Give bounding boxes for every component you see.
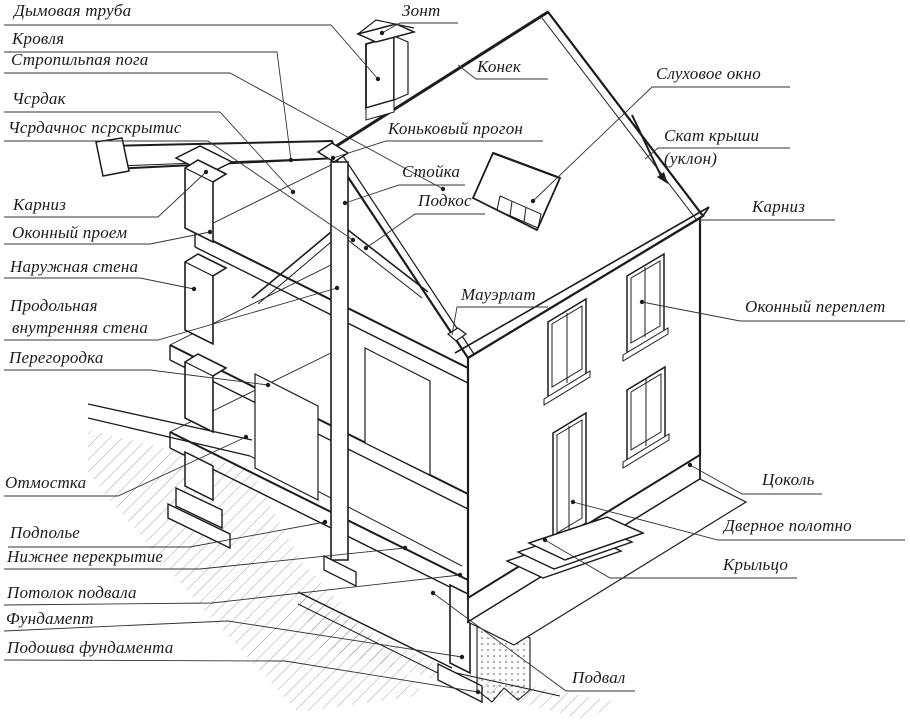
- label-konek: Конек: [477, 57, 522, 76]
- label-podkos: Подкос: [418, 191, 472, 210]
- label-cherdachnoe-perekrytie: Чсрдачнос псрскрытис: [8, 118, 182, 137]
- chimney-cap: [355, 23, 417, 43]
- label-stropilnaya-noga: Стропильпая пога: [11, 50, 149, 69]
- truss-braces: [251, 229, 429, 305]
- dormer-window: [471, 151, 562, 232]
- foundation-footing: [437, 662, 483, 704]
- window-upper-left: [543, 297, 591, 406]
- label-podval: Подвал: [572, 668, 626, 687]
- earth-hatching: [88, 430, 618, 720]
- mauerlat-beam: [446, 327, 468, 342]
- label-cherdak: Чсрдак: [12, 89, 66, 108]
- partition-first-floor: [254, 373, 319, 501]
- label-dymovaya-truba: Дымовая труба: [14, 1, 132, 20]
- label-dvernoe-polotno: Дверное полотно: [724, 516, 852, 535]
- foundation-wall: [449, 583, 471, 675]
- label-mauerlat: Мауэрлат: [461, 285, 536, 304]
- label-zont: Зонт: [402, 1, 441, 20]
- label-stoyka: Стойка: [402, 162, 461, 181]
- label-karniz-left: Карниз: [13, 195, 67, 214]
- partition-second-floor: [364, 347, 431, 476]
- entrance-door: [552, 411, 587, 545]
- foundation-pier-left: [184, 450, 214, 502]
- window-lower-right: [622, 365, 670, 469]
- window-upper-right: [622, 252, 669, 362]
- label-krovlya: Кровля: [12, 29, 65, 48]
- label-okonny-proem: Оконный проем: [12, 223, 128, 242]
- label-karniz-right: Карниз: [752, 197, 806, 216]
- label-kryltso: Крыльцо: [723, 555, 789, 574]
- left-eave-block: [95, 137, 130, 177]
- label-podpolye: Подполье: [10, 523, 81, 542]
- label-okonny-pereplet: Оконный переплет: [745, 297, 886, 316]
- label-nizhnee-perekrytie: Нижнее перекрытие: [7, 547, 164, 566]
- label-peregorodka: Перегородка: [9, 348, 104, 367]
- label-uklon: (уклон): [664, 149, 718, 168]
- label-skat-kryshi: Скат крыши: [664, 126, 760, 145]
- chimney: [355, 19, 417, 121]
- label-konkovy-progon: Коньковый прогон: [388, 119, 524, 138]
- leader-lines: [3, 22, 905, 693]
- footing-left: [167, 502, 231, 550]
- leader-dots: [191, 30, 693, 695]
- label-potolok-podvala: Потолок подвала: [7, 583, 137, 602]
- outer-wall-piers: [167, 145, 234, 550]
- porch-steps: [505, 516, 646, 579]
- label-tsokol: Цоколь: [762, 470, 815, 489]
- inner-wall-post: [323, 161, 357, 588]
- label-prodolnaya-line1: Продольная: [10, 296, 98, 315]
- label-prodolnaya-line2: внутренняя стена: [12, 318, 149, 337]
- label-naruzhnaya-stena: Наружная стена: [10, 257, 139, 276]
- label-slukhovoe-okno: Слуховое окно: [656, 64, 761, 83]
- label-podoshva-fundamenta: Подошва фундамента: [7, 638, 174, 657]
- ground-lines: [87, 403, 561, 697]
- partitions: [254, 347, 431, 501]
- roof-slope-arrow: [631, 114, 668, 184]
- ridge-line: [329, 10, 549, 152]
- label-fundament: Фундамепт: [6, 609, 94, 628]
- label-otmostka: Отмостка: [5, 473, 87, 492]
